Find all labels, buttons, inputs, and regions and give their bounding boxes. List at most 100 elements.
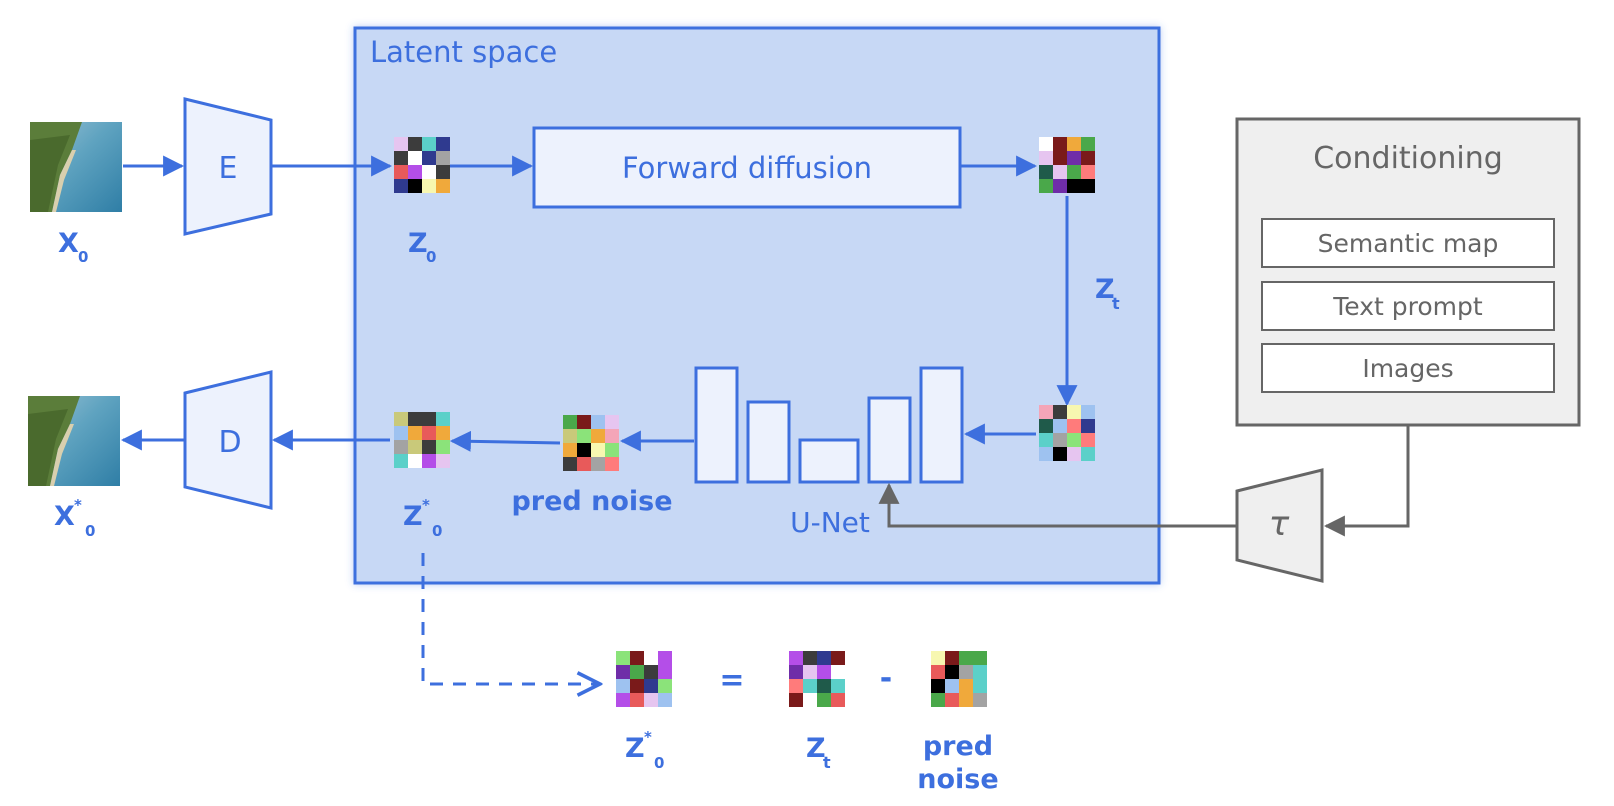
- latent-cell: [605, 457, 619, 471]
- label-z0-star: Z * 0: [403, 496, 442, 540]
- latent-cell: [408, 165, 422, 179]
- latent-cell: [973, 665, 987, 679]
- pred-noise-label: pred noise: [511, 486, 672, 517]
- forward-diffusion-box: [532, 126, 962, 209]
- latent-cell: [803, 693, 817, 707]
- latent-cell: [1067, 433, 1081, 447]
- latent-cell: [1067, 405, 1081, 419]
- latent-cell: [408, 137, 422, 151]
- latent-cell: [1053, 433, 1067, 447]
- latent-cell: [408, 454, 422, 468]
- label-x0: X 0: [58, 228, 88, 266]
- latent-cell: [436, 412, 450, 426]
- latent-cell: [831, 679, 845, 693]
- latent-cell: [1081, 447, 1095, 461]
- latent-cell: [1039, 165, 1053, 179]
- latent-space-title: Latent space: [370, 35, 557, 69]
- equation-minus: -: [880, 661, 892, 696]
- latent-cell: [1039, 179, 1053, 193]
- latent-cell: [422, 137, 436, 151]
- latent-cell: [1039, 405, 1053, 419]
- latent-cell: [422, 426, 436, 440]
- latent-cell: [931, 651, 945, 665]
- latent-cell: [931, 665, 945, 679]
- svg-text:X: X: [58, 228, 79, 259]
- latent-cell: [436, 151, 450, 165]
- svg-text:*: *: [644, 728, 652, 746]
- latent-cell: [394, 165, 408, 179]
- latent-cell: [1053, 165, 1067, 179]
- latent-cell: [394, 179, 408, 193]
- latent-cell: [959, 665, 973, 679]
- latent-cell: [394, 440, 408, 454]
- latent-cell: [945, 651, 959, 665]
- latent-cell: [658, 665, 672, 679]
- latent-cell: [408, 426, 422, 440]
- unet-bar: [798, 438, 860, 484]
- latent-cell: [831, 665, 845, 679]
- latent-cell: [644, 651, 658, 665]
- svg-text:Z: Z: [806, 733, 826, 764]
- output-image: [28, 396, 120, 486]
- tau-block: [1235, 468, 1324, 583]
- latent-cell: [563, 443, 577, 457]
- latent-cell: [1067, 165, 1081, 179]
- latent-zt: [1039, 405, 1095, 461]
- encoder-label: E: [219, 151, 238, 186]
- latent-cell: [658, 651, 672, 665]
- svg-text:0: 0: [654, 754, 664, 772]
- equation-zt-label: Z t: [806, 733, 831, 772]
- latent-cell: [959, 651, 973, 665]
- latent-cell: [605, 415, 619, 429]
- latent-cell: [973, 651, 987, 665]
- latent-cell: [959, 679, 973, 693]
- latent-cell: [931, 679, 945, 693]
- svg-text:0: 0: [426, 248, 436, 266]
- conditioning-item: Text prompt: [1261, 281, 1555, 331]
- latent-cell: [1039, 419, 1053, 433]
- latent-cell: [789, 651, 803, 665]
- latent-cell: [1067, 137, 1081, 151]
- latent-cell: [436, 426, 450, 440]
- latent-cell: [630, 665, 644, 679]
- conditioning-item: Images: [1261, 343, 1555, 393]
- latent-cell: [831, 651, 845, 665]
- latent-cell: [605, 443, 619, 457]
- latent-cell: [1067, 447, 1081, 461]
- latent-cell: [630, 651, 644, 665]
- latent-cell: [422, 454, 436, 468]
- latent-cell: [630, 693, 644, 707]
- equation-pred-noise-label-2: noise: [917, 764, 998, 795]
- latent-cell: [1039, 151, 1053, 165]
- latent-cell: [408, 179, 422, 193]
- label-x0-star: X * 0: [54, 496, 95, 540]
- latent-cell: [436, 440, 450, 454]
- latent-cell: [1039, 447, 1053, 461]
- latent-cell: [1053, 405, 1067, 419]
- latent-cell: [577, 429, 591, 443]
- latent-cell: [422, 151, 436, 165]
- arrow-conditioning-to-tau: [1323, 425, 1410, 537]
- forward-diffusion-label: Forward diffusion: [622, 151, 872, 185]
- equation-lhs-label: Z * 0: [625, 728, 664, 772]
- latent-cell: [1081, 165, 1095, 179]
- arrow-prednoise-to-z0star: [449, 430, 561, 452]
- unet-bar: [694, 366, 739, 484]
- unet-label: U-Net: [790, 506, 870, 539]
- latent-cell: [408, 412, 422, 426]
- label-zt: Z t: [1095, 274, 1120, 313]
- latent-pred-noise: [563, 415, 619, 471]
- latent-cell: [1039, 433, 1053, 447]
- svg-text:0: 0: [85, 522, 95, 540]
- latent-cell: [422, 165, 436, 179]
- unet-bar: [919, 366, 964, 484]
- latent-cell: [945, 693, 959, 707]
- latent-cell: [591, 457, 605, 471]
- svg-text:Z: Z: [403, 501, 423, 532]
- latent-cell: [817, 665, 831, 679]
- latent-cell: [789, 665, 803, 679]
- svg-text:X: X: [54, 501, 75, 532]
- label-z0: Z 0: [408, 228, 436, 266]
- conditioning-item-label: Images: [1362, 354, 1453, 383]
